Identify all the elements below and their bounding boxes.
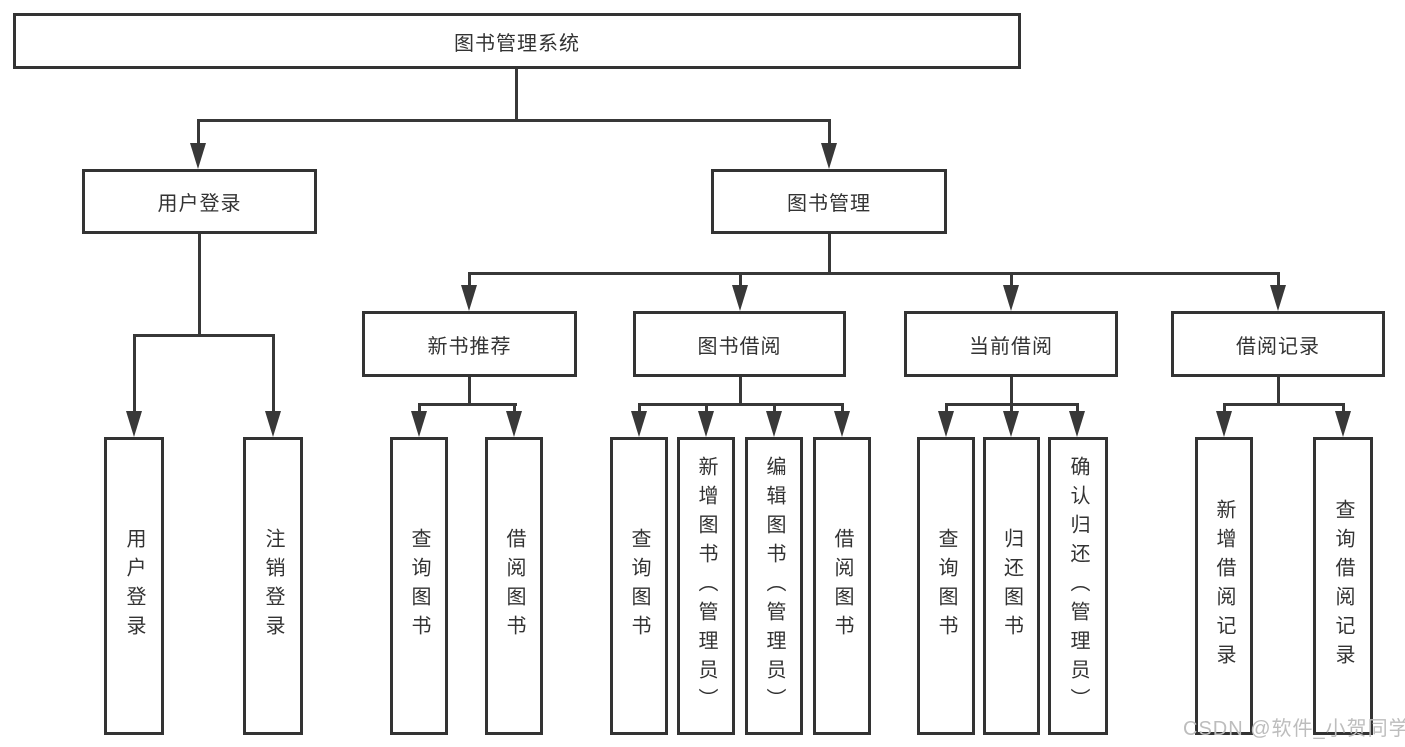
node-leaf-cb-confirm-return-admin-label: 确认归还（管理员） [1067,455,1089,717]
connector-user-login-stem [198,234,201,337]
connector-borrow-records-stem [1277,377,1280,406]
connector-book-borrow-bus [638,403,843,406]
node-leaf-cb-return-books: 归还图书 [983,437,1040,735]
arrowhead-borrow-records [1270,285,1286,311]
node-book-borrow: 图书借阅 [633,311,846,377]
connector-root-stem [515,68,518,121]
connector-drop-br-query [1342,403,1345,413]
node-leaf-user-login-label: 用户登录 [123,528,145,644]
node-leaf-br-add-record-label: 新增借阅记录 [1213,499,1235,673]
connector-drop-bb-add [705,403,708,413]
node-new-book-recommend-label: 新书推荐 [427,335,512,358]
node-leaf-br-query-record-label: 查询借阅记录 [1332,499,1354,673]
node-user-login-label: 用户登录 [157,193,242,215]
node-leaf-logout: 注销登录 [243,437,303,735]
connector-drop-bb-query [638,403,641,413]
arrowhead-new-book [461,285,477,311]
arrowhead-book-borrow [732,285,748,311]
node-root-label: 图书管理系统 [454,32,580,55]
connector-drop-cb-query [945,403,948,413]
arrowhead-nb-borrow [506,411,522,437]
connector-root-bus [197,119,831,122]
node-leaf-logout-label: 注销登录 [262,528,284,644]
node-leaf-cb-confirm-return-admin: 确认归还（管理员） [1048,437,1108,735]
connector-drop-user-login [197,119,200,145]
csdn-watermark: CSDN @软件_小贺同学 [1183,718,1405,740]
arrowhead-current-borrow [1003,285,1019,311]
arrowhead-bb-add [698,411,714,437]
connector-book-management-stem [828,234,831,275]
node-leaf-bb-query-books: 查询图书 [610,437,668,735]
node-leaf-nb-query-books-label: 查询图书 [408,528,430,644]
connector-drop-bb-borrow [841,403,844,413]
node-leaf-cb-return-books-label: 归还图书 [1000,528,1023,644]
connector-drop-borrow-records [1277,272,1280,288]
arrowhead-bb-query [631,411,647,437]
arrowhead-bb-borrow [834,411,850,437]
connector-drop-login-leaf [133,334,136,412]
arrowhead-user-login [190,143,206,169]
node-leaf-br-add-record: 新增借阅记录 [1195,437,1253,735]
node-leaf-cb-query-books-label: 查询图书 [935,528,957,644]
connector-borrow-records-bus [1223,403,1345,406]
node-root: 图书管理系统 [13,13,1021,69]
connector-drop-br-add [1223,403,1226,413]
connector-book-management-bus [468,272,1280,275]
node-book-management: 图书管理 [711,169,947,234]
node-leaf-nb-borrow-books: 借阅图书 [485,437,543,735]
connector-new-book-bus [418,403,517,406]
connector-drop-cb-confirm [1076,403,1079,413]
connector-user-login-bus [133,334,275,337]
node-leaf-bb-add-books-admin: 新增图书（管理员） [677,437,735,735]
connector-drop-cb-return [1010,403,1013,413]
arrowhead-cb-confirm [1069,411,1085,437]
node-leaf-bb-edit-books-admin-label: 编辑图书（管理员） [763,455,785,717]
connector-drop-logout-leaf [272,334,275,412]
node-leaf-cb-query-books: 查询图书 [917,437,975,735]
node-leaf-user-login: 用户登录 [104,437,164,735]
connector-drop-nb-borrow [513,403,516,413]
connector-current-borrow-stem [1010,377,1013,406]
node-current-borrow: 当前借阅 [904,311,1118,377]
connector-drop-book-borrow [739,272,742,288]
arrowhead-logout-leaf [265,411,281,437]
connector-drop-bb-edit [773,403,776,413]
arrowhead-bb-edit [766,411,782,437]
arrowhead-book-management [821,143,837,169]
node-new-book-recommend: 新书推荐 [362,311,577,377]
node-book-borrow-label: 图书借阅 [697,335,782,358]
connector-drop-new-book [468,272,471,288]
arrowhead-nb-query [411,411,427,437]
node-leaf-br-query-record: 查询借阅记录 [1313,437,1373,735]
arrowhead-br-add [1216,411,1232,437]
connector-book-borrow-stem [739,377,742,406]
connector-new-book-stem [468,377,471,406]
node-user-login: 用户登录 [82,169,317,234]
connector-drop-book-management [828,119,831,145]
arrowhead-login-leaf [126,411,142,437]
connector-drop-nb-query [418,403,421,413]
connector-drop-current-borrow [1010,272,1013,288]
node-leaf-bb-borrow-books: 借阅图书 [813,437,871,735]
arrowhead-cb-return [1003,411,1019,437]
node-borrow-records-label: 借阅记录 [1236,335,1320,358]
node-current-borrow-label: 当前借阅 [969,335,1053,358]
node-leaf-bb-query-books-label: 查询图书 [628,528,650,644]
node-borrow-records: 借阅记录 [1171,311,1385,377]
arrowhead-cb-query [938,411,954,437]
arrowhead-br-query [1335,411,1351,437]
node-leaf-nb-query-books: 查询图书 [390,437,448,735]
node-leaf-bb-edit-books-admin: 编辑图书（管理员） [745,437,803,735]
node-leaf-bb-add-books-admin-label: 新增图书（管理员） [695,455,717,717]
node-leaf-bb-borrow-books-label: 借阅图书 [831,528,853,644]
node-book-management-label: 图书管理 [787,193,871,215]
node-leaf-nb-borrow-books-label: 借阅图书 [503,528,525,644]
